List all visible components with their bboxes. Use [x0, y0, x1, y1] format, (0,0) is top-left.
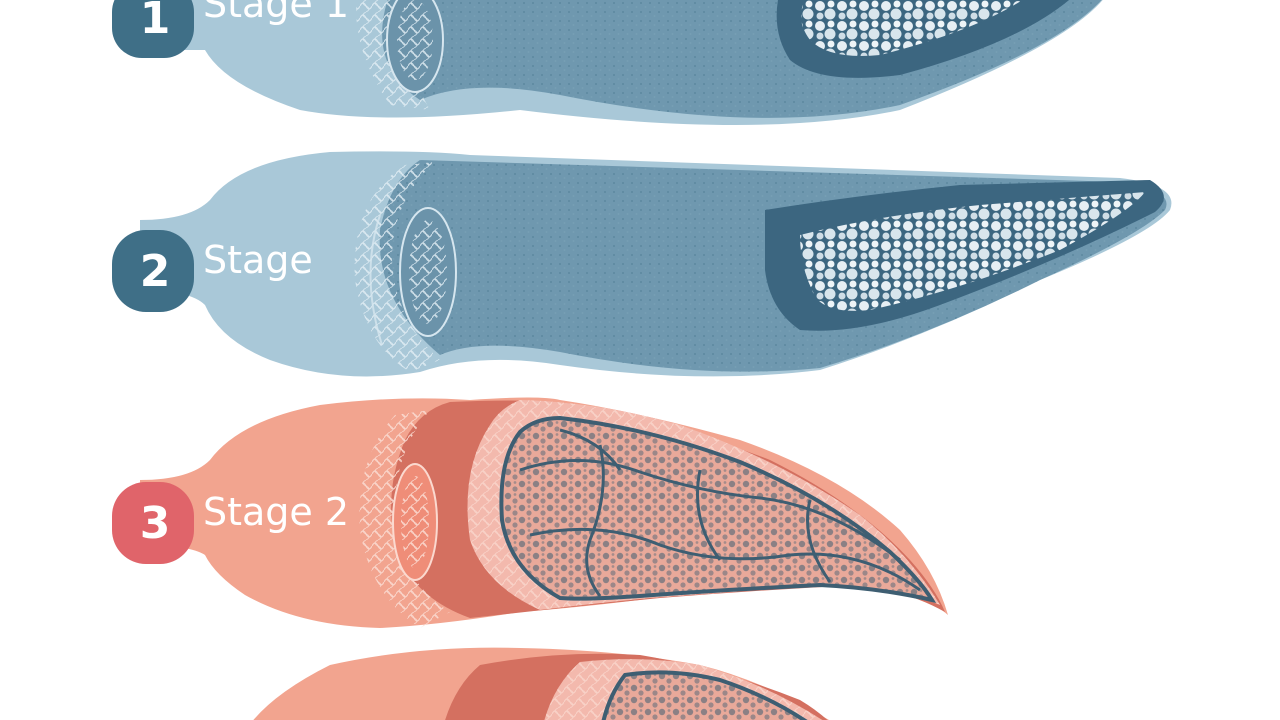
stage-3-title: Stage 2: [203, 490, 349, 534]
stage-2-title: Stage: [203, 238, 313, 282]
stage-3-number: 3: [140, 498, 171, 549]
stage-2-deposits: [800, 192, 1145, 311]
stage-2-figure: 2 Stage: [112, 151, 1172, 377]
stage-3-mesh-band: [359, 410, 450, 628]
stage-1-badge: [112, 0, 194, 58]
stage-2-number: 2: [140, 246, 171, 297]
stage-2-badge: [112, 230, 194, 312]
stage-4-figure: [253, 647, 829, 720]
stage-3-badge: [112, 482, 194, 564]
stage-1-title: Stage 1: [203, 0, 349, 26]
stage-3-figure: 3 Stage 2: [112, 397, 948, 628]
stage-1-deposits: [801, 0, 1023, 56]
stage-1-number: 1: [140, 0, 171, 44]
stage-1-figure: 1 Stage 1: [112, 0, 1103, 125]
stage-3-vessels: [519, 428, 921, 597]
